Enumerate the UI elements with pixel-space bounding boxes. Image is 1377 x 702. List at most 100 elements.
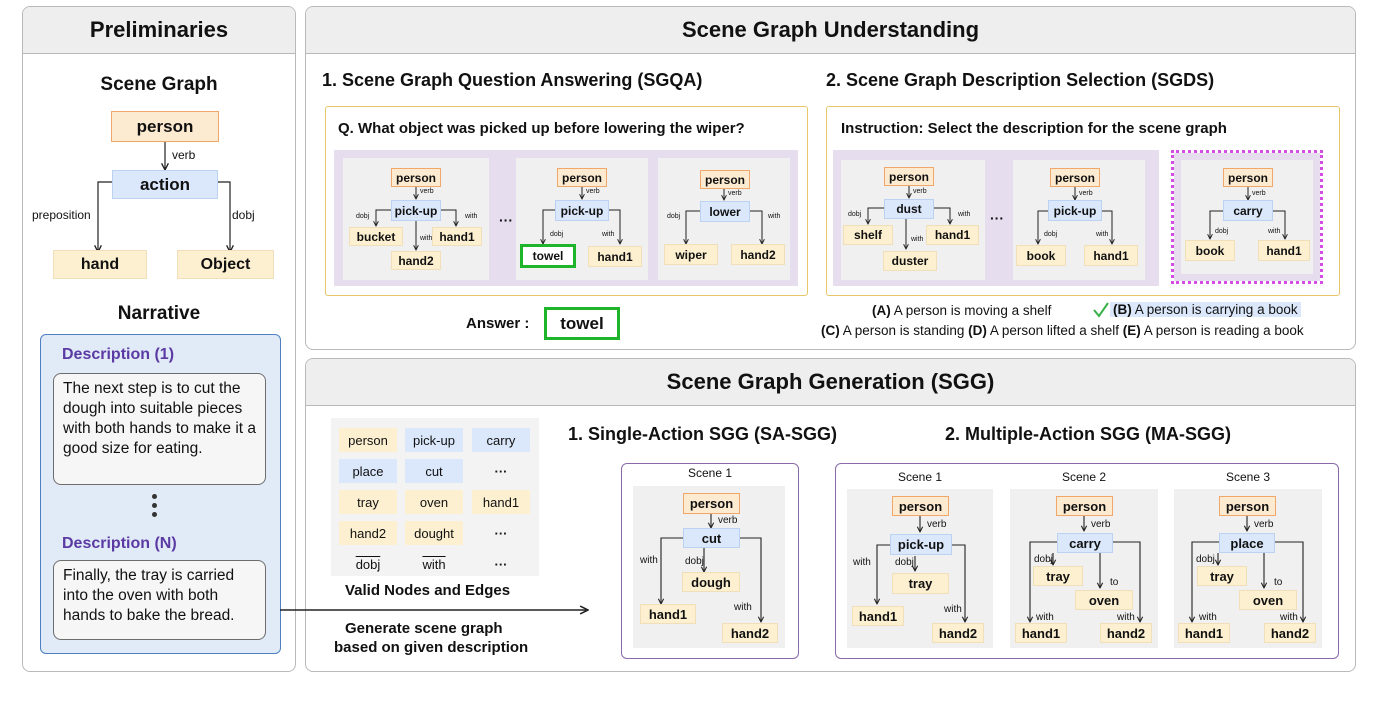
sgg-header: Scene Graph Generation (SGG) [306,359,1355,406]
answer-label: Answer : [466,315,530,332]
q3-dobj: dobj [667,213,681,220]
d1-with: with [958,211,971,218]
generate-text-1: Generate scene graph [345,620,503,637]
sa-verb: verb [718,515,738,526]
sa-scene-label: Scene 1 [687,466,733,480]
q1-person: person [391,168,441,187]
vocab-item: ··· [494,463,508,479]
q3-left: wiper [664,244,718,265]
ma3-left: hand1 [1178,623,1230,643]
sgqa-question: Q. What object was picked up before lowe… [338,120,745,137]
ma3-verb: verb [1254,519,1274,530]
q1-with: with [465,213,478,220]
q2-right: hand1 [588,246,642,267]
vocab-item: dobj [355,556,381,572]
sa-with2: with [734,602,752,613]
q2-verb: verb [586,188,600,195]
option-c-text: A person is standing [842,323,965,338]
description-n-text: Finally, the tray is carried into the ov… [53,560,266,640]
ma3-action: place [1219,533,1275,553]
sa-dobj: dobj [685,556,704,567]
option-b-highlight: (B) A person is carrying a book [1110,302,1301,317]
vocab-item: carry [472,428,530,452]
q3-with: with [768,213,781,220]
option-b-label: (B) [1113,302,1132,317]
option-e-label: (E) [1122,323,1141,338]
option-d-text: A person lifted a shelf [989,323,1119,338]
ma2-left: hand1 [1015,623,1067,643]
d2-verb: verb [1079,190,1093,197]
scene-graph-title: Scene Graph [100,74,218,95]
d2-right: hand1 [1084,245,1138,266]
prelim-edge-dobj: dobj [232,208,255,222]
d3-with: with [1268,228,1281,235]
vocab-item: pick-up [405,428,463,452]
sgds-title: 2. Scene Graph Description Selection (SG… [826,70,1215,90]
prelim-edge-verb: verb [172,148,196,162]
q2-person: person [557,168,607,187]
sgu-header: Scene Graph Understanding [306,7,1355,54]
ma1-left: hand1 [852,606,904,626]
q1-left: bucket [349,227,403,246]
ma3-person: person [1219,496,1276,516]
prelim-node-person: person [111,111,219,142]
ma-sgg-title: 2. Multiple-Action SGG (MA-SGG) [945,424,1231,444]
d3-right: hand1 [1258,240,1310,261]
ma1-verb: verb [927,519,947,530]
ma2-right: hand2 [1100,623,1152,643]
sgds-box [826,106,1340,296]
ma2-mid: oven [1075,590,1133,610]
d1-right: hand1 [926,225,979,245]
d3-dobj: dobj [1215,228,1229,235]
vocab-item: ··· [494,556,508,572]
d1-with2: with [911,236,924,243]
q3-verb: verb [728,190,742,197]
vocab-label: Valid Nodes and Edges [345,582,511,599]
ma3-with2: with [1280,612,1298,623]
sa-sgg-title: 1. Single-Action SGG (SA-SGG) [568,424,838,444]
sa-with: with [640,555,658,566]
q1-verb: verb [420,188,434,195]
ma2-to: to [1110,577,1119,588]
option-a-label: (A) [872,303,891,318]
d1-verb: verb [913,188,927,195]
ma3-dobj: dobj [1196,554,1215,565]
description-1-text: The next step is to cut the dough into s… [53,373,266,485]
q3-action: lower [700,201,750,222]
vertical-ellipsis [148,494,160,517]
vocab-item: cut [405,459,463,483]
vocab-item: tray [339,490,397,514]
description-1-title: Description (1) [62,346,175,363]
q1-action: pick-up [391,200,441,221]
d2-with: with [1096,231,1109,238]
prelim-node-object: Object [177,250,274,279]
ma1-right: hand2 [932,623,984,643]
sa-action: cut [683,528,740,548]
q3-person: person [700,170,750,189]
vocab-item: dought [405,521,463,545]
d1-action: dust [884,199,934,219]
ma3-scene-label: Scene 3 [1225,470,1271,484]
ma3-right: hand2 [1264,623,1316,643]
narrative-title: Narrative [117,303,201,324]
ma2-obj: tray [1033,566,1083,586]
ma1-action: pick-up [890,534,952,555]
d3-action: carry [1223,200,1273,221]
d3-left: book [1185,240,1235,261]
ma1-with: with [853,557,871,568]
description-n-title: Description (N) [62,535,177,552]
ma2-verb: verb [1091,519,1111,530]
d3-verb: verb [1252,190,1266,197]
vocab-item: ··· [494,525,508,541]
prelim-node-action: action [112,170,218,199]
vocab-item: hand2 [339,521,397,545]
